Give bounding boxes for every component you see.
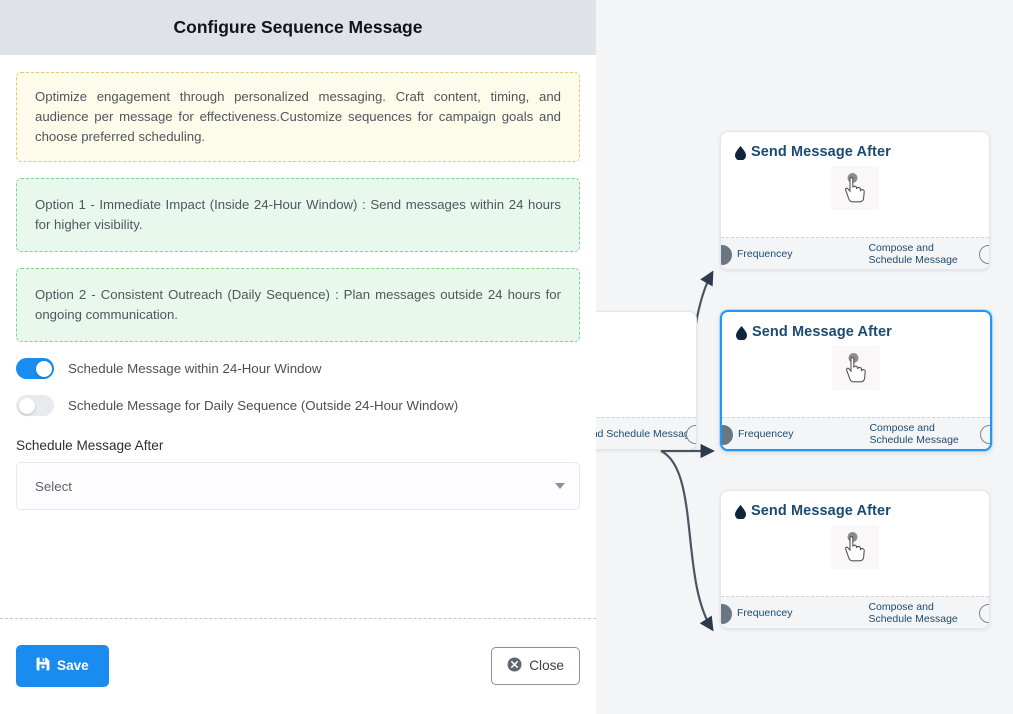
node-title-text: Send Message After (751, 503, 891, 519)
flow-node-send-message-after-3[interactable]: Send Message After Frequencey Compose an… (720, 490, 990, 629)
close-button-label: Close (529, 658, 564, 673)
option-1-callout: Option 1 - Immediate Impact (Inside 24-H… (16, 178, 580, 253)
droplet-icon (736, 326, 747, 341)
toggle-row-within-24-hour[interactable]: Schedule Message within 24-Hour Window (16, 358, 580, 380)
flow-node-send-message-after-2[interactable]: Send Message After Frequencey Compose an… (720, 310, 992, 451)
hand-pointer-icon[interactable] (831, 525, 879, 569)
close-button[interactable]: Close (491, 646, 580, 685)
node-title-row: Send Message After (735, 144, 975, 161)
node-body: Send Message After (722, 312, 990, 417)
node-body: Send Message After (721, 491, 989, 596)
node-footer: Frequencey Compose and Schedule Message (722, 417, 990, 449)
node-source-handle-label: Compose and Schedule Message (869, 421, 959, 446)
node-footer: Frequencey Compose and Schedule Message (721, 596, 989, 628)
toggle-switch-within-24-hour[interactable] (16, 358, 54, 380)
node-target-handle-label: Frequencey (738, 427, 794, 440)
node-source-handle-label: Compose and Schedule Message (868, 600, 958, 625)
droplet-icon (735, 505, 746, 520)
flow-node-send-message-after-1[interactable]: Send Message After Frequencey Compose an… (720, 131, 990, 270)
node-footer: Frequencey Compose and Schedule Message (721, 237, 989, 269)
node-target-handle-label: Frequencey (737, 606, 793, 619)
schedule-message-after-label: Schedule Message After (16, 438, 164, 454)
node-body: Send Message After (721, 132, 989, 237)
node-title-text: Send Message After (752, 324, 892, 340)
node-title-text: Send Message After (751, 144, 891, 160)
panel-header: Configure Sequence Message (0, 0, 596, 55)
node-target-handle[interactable] (721, 244, 732, 265)
chevron-down-icon (555, 483, 565, 490)
node-source-handle[interactable] (980, 424, 990, 444)
node-target-handle[interactable] (722, 424, 733, 445)
panel-body: Optimize engagement through personalized… (0, 55, 596, 618)
info-callout: Optimize engagement through personalized… (16, 72, 580, 163)
select-value: Select (35, 478, 72, 494)
hand-pointer-icon[interactable] (831, 166, 879, 210)
toggle-label-within-24-hour: Schedule Message within 24-Hour Window (68, 361, 322, 377)
close-circle-icon (507, 657, 522, 675)
node-source-handle-label: Compose and Schedule Message (586, 427, 696, 440)
configure-sequence-message-panel: Configure Sequence Message Optimize enga… (0, 0, 596, 714)
toggle-switch-daily-sequence[interactable] (16, 395, 54, 417)
node-source-handle[interactable] (979, 603, 989, 623)
node-body (586, 312, 696, 417)
hand-pointer-icon[interactable] (832, 346, 880, 390)
node-target-handle[interactable] (721, 603, 732, 624)
save-button[interactable]: Save (16, 644, 109, 687)
toggle-row-daily-sequence[interactable]: Schedule Message for Daily Sequence (Out… (16, 395, 580, 417)
node-target-handle-label: Frequencey (737, 247, 793, 260)
page-title: Configure Sequence Message (173, 17, 423, 37)
save-icon (36, 657, 50, 674)
node-footer: Compose and Schedule Message (586, 417, 696, 449)
schedule-message-after-select[interactable]: Select (16, 462, 580, 511)
save-button-label: Save (57, 658, 89, 673)
node-title-row: Send Message After (736, 324, 976, 341)
toggle-knob (35, 360, 52, 377)
toggle-label-daily-sequence: Schedule Message for Daily Sequence (Out… (68, 398, 459, 414)
droplet-icon (735, 146, 746, 161)
panel-footer: Save Close (0, 618, 596, 714)
node-title-row: Send Message After (735, 503, 975, 520)
node-source-handle-label: Compose and Schedule Message (868, 241, 958, 266)
option-2-callout: Option 2 - Consistent Outreach (Daily Se… (16, 268, 580, 343)
node-source-handle[interactable] (686, 424, 696, 444)
node-source-handle[interactable] (979, 244, 989, 264)
toggle-knob (18, 397, 35, 414)
edge-to-node-3 (660, 450, 714, 632)
flow-node-upstream[interactable]: Compose and Schedule Message (586, 311, 697, 450)
